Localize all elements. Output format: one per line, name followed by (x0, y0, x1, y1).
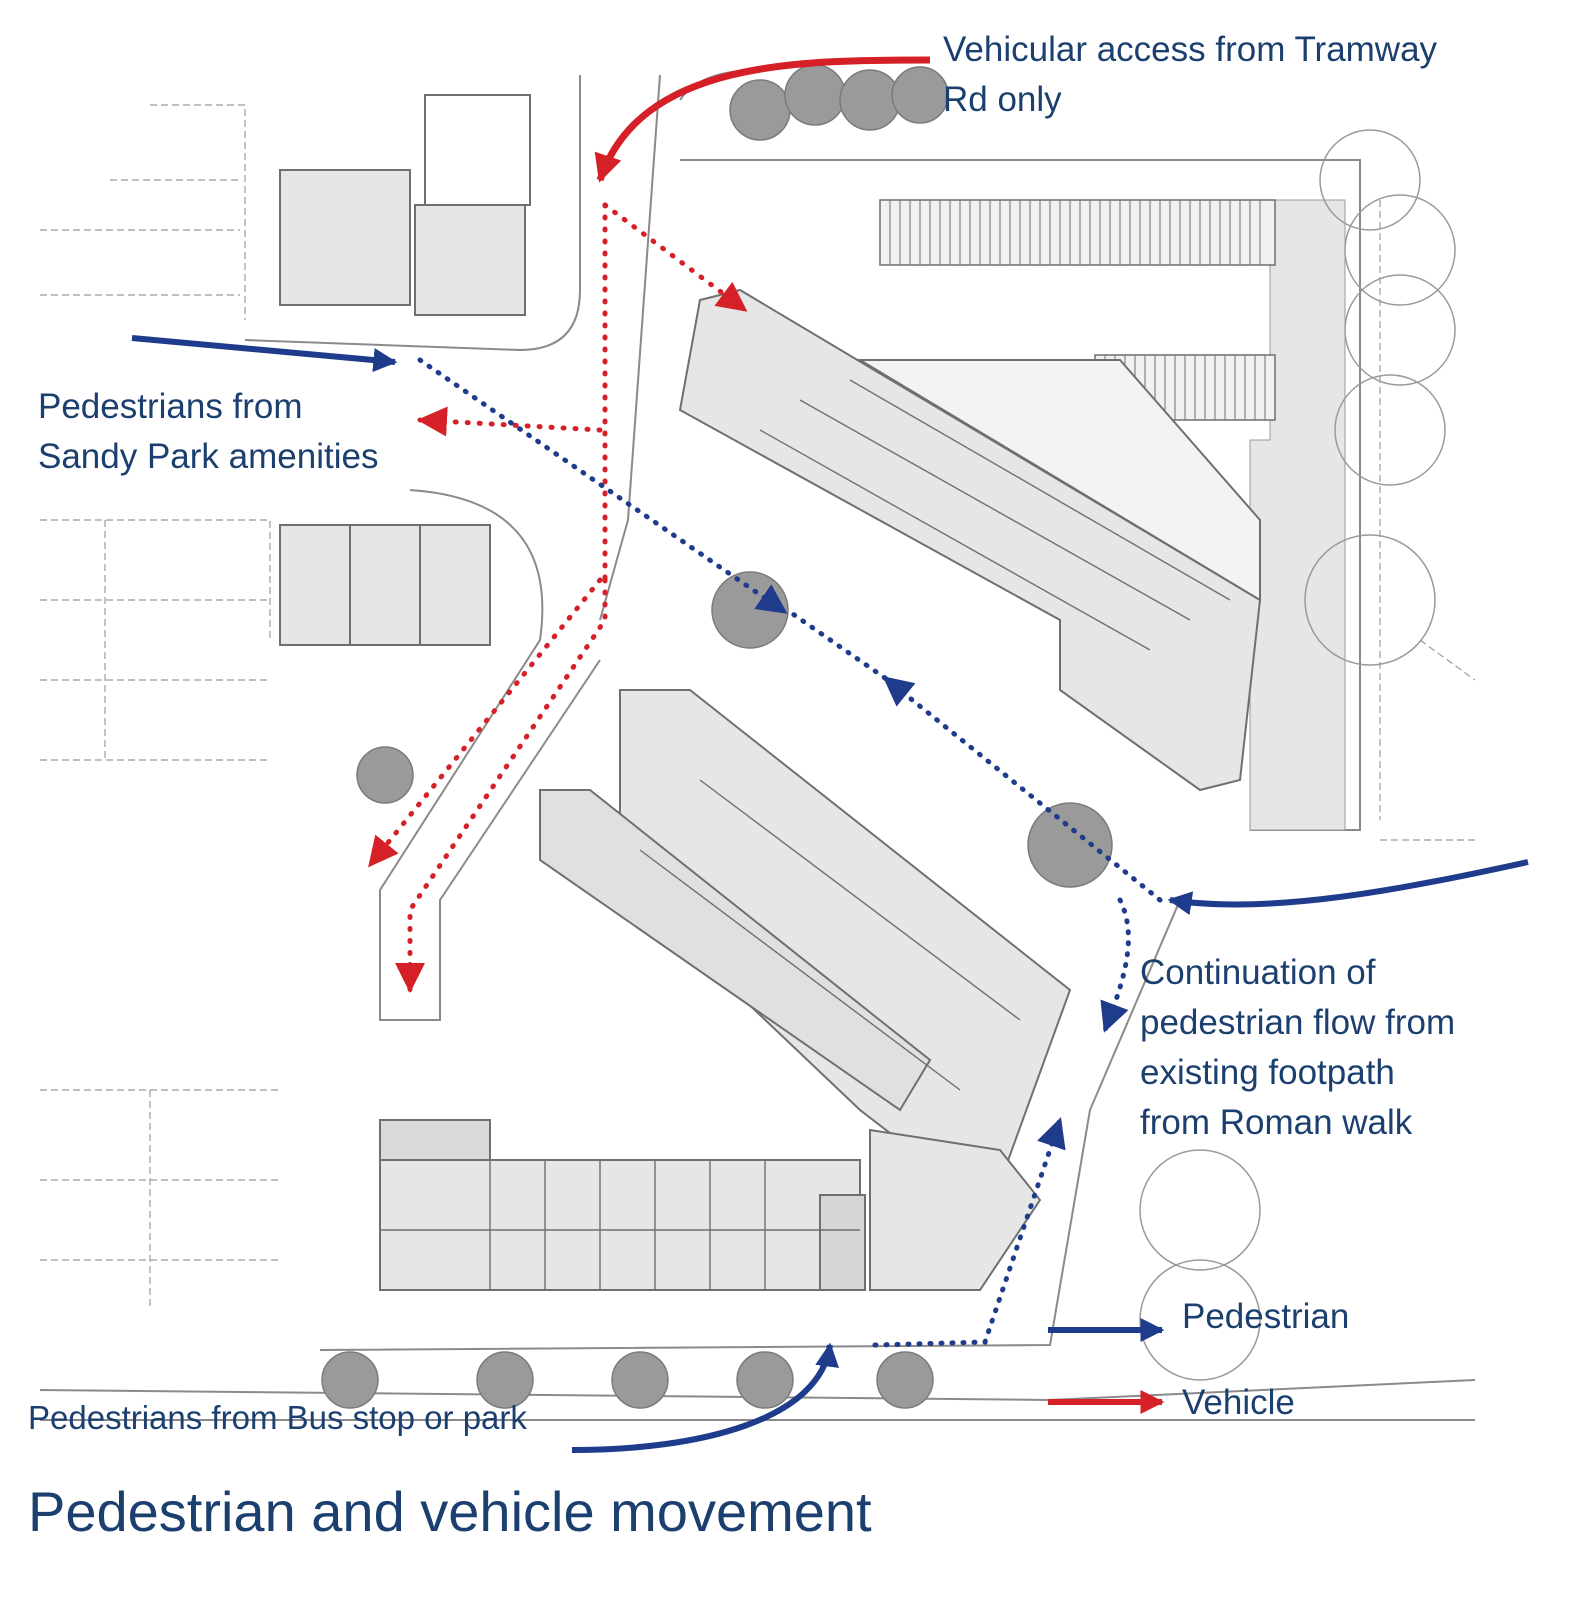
annotation-bus-stop: Pedestrians from Bus stop or park (28, 1399, 527, 1436)
existing-tree-outlines (1139, 129, 1456, 1381)
legend-arrows (1048, 1318, 1165, 1414)
pedestrian-route-south (872, 1117, 1066, 1348)
annotation-vehicular-access: Vehicular access from Tramway Rd only (943, 25, 1437, 125)
annotation-sandy-park-line1: Pedestrians from (38, 387, 303, 426)
vehicle-access-arrow (594, 56, 931, 183)
legend-pedestrian-label: Pedestrian (1182, 1297, 1350, 1336)
existing-house-nw (279, 94, 531, 646)
annotation-vehicular-access-line1: Vehicular access from Tramway (943, 30, 1438, 69)
vehicle-routes (367, 56, 931, 993)
pedestrian-route-ne (882, 675, 1163, 903)
annotation-sandy-park-line2: Sandy Park amenities (38, 437, 379, 476)
pedestrian-roman-walk-arrow (1167, 859, 1529, 916)
annotation-continuation: Continuation of pedestrian flow from exi… (1140, 948, 1455, 1148)
annotation-vehicular-access-line2: Rd only (943, 80, 1062, 119)
pedestrian-route-continuation (1100, 897, 1131, 1033)
annotation-continuation-line2: pedestrian flow from (1140, 1003, 1456, 1042)
context-plots (40, 104, 1476, 1310)
annotation-continuation-line4: from Roman walk (1140, 1103, 1413, 1142)
new-block-middle (539, 689, 1072, 1212)
new-block-north (678, 288, 1262, 792)
annotation-sandy-park: Pedestrians from Sandy Park amenities (38, 382, 378, 482)
annotation-continuation-line1: Continuation of (1140, 953, 1376, 992)
pedestrian-route-ne-link (787, 609, 888, 681)
annotation-continuation-line3: existing footpath (1140, 1053, 1395, 1092)
pedestrian-bus-stop-arrow (571, 1342, 840, 1453)
landscape-strip (1249, 199, 1346, 831)
trees (321, 64, 1113, 1409)
page-title: Pedestrian and vehicle movement (28, 1480, 872, 1543)
new-block-south (379, 1119, 1042, 1291)
pedestrian-sandy-park-arrow (131, 335, 398, 372)
vehicle-route-sw (367, 577, 603, 868)
pedestrian-routes (131, 335, 1529, 1453)
internal-walls (380, 379, 1231, 1290)
vehicle-route-south (395, 577, 608, 993)
pedestrian-route-diagonal (417, 357, 788, 615)
legend-vehicle-label: Vehicle (1182, 1383, 1295, 1422)
vehicle-route-north (602, 202, 748, 313)
